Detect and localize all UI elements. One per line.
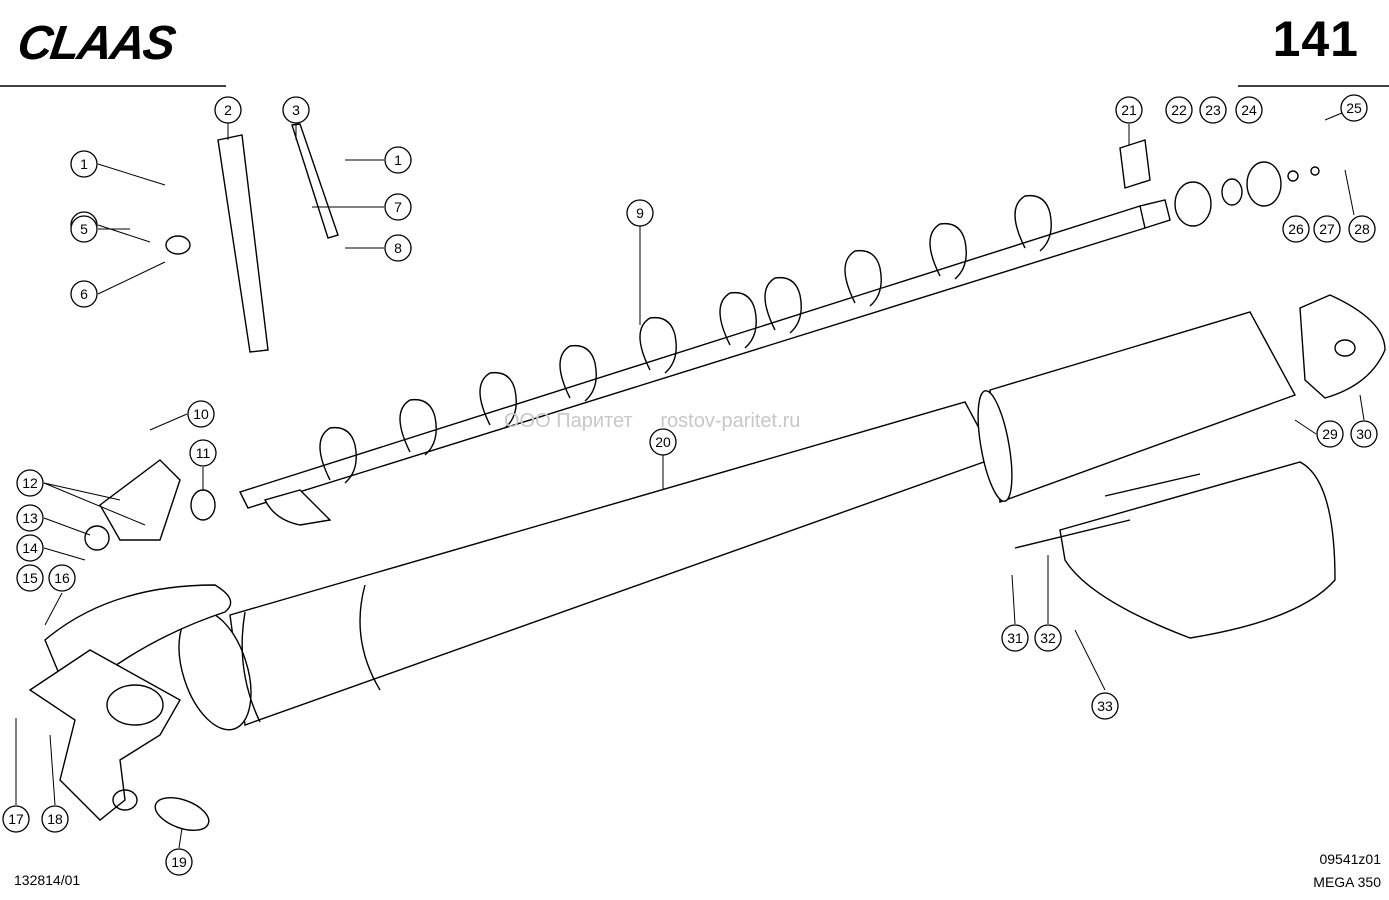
callout-label-28: 28	[1354, 221, 1370, 237]
callout-label-29: 29	[1322, 426, 1338, 442]
callout-label-30: 30	[1356, 426, 1372, 442]
callout-label-22: 22	[1171, 102, 1187, 118]
figure-code: 09541z01	[1319, 851, 1381, 867]
bearing-23	[1221, 178, 1243, 206]
callout-circle-22	[1165, 96, 1193, 124]
callout-label-14: 14	[22, 540, 38, 556]
callout-circle-33	[1091, 692, 1119, 720]
callout-label-10: 10	[193, 406, 209, 422]
callout-circle-32	[1034, 624, 1062, 652]
callout-circle-21	[1115, 96, 1143, 124]
callout-label-5: 5	[80, 221, 88, 237]
callout-label-7: 7	[394, 199, 402, 215]
model-name: MEGA 350	[1313, 874, 1381, 890]
callout-label-18: 18	[47, 811, 63, 827]
callout-label-15: 15	[22, 570, 38, 586]
lower-housing	[28, 584, 232, 831]
callout-label-21: 21	[1121, 102, 1137, 118]
callout-label-25: 25	[1346, 100, 1362, 116]
bracket-21	[1119, 139, 1151, 189]
callout-label-3: 3	[292, 102, 300, 118]
callout-circle-25	[1340, 94, 1368, 122]
callout-circle-14	[16, 534, 44, 562]
callout-label-19: 19	[171, 854, 187, 870]
callout-label-9: 9	[636, 205, 644, 221]
ring-13	[84, 525, 110, 551]
callout-circle-19	[165, 848, 193, 876]
callout-circle-17	[2, 805, 30, 833]
flange-24	[1246, 161, 1282, 207]
sensor-6	[165, 235, 191, 255]
callout-circle-5	[70, 215, 98, 243]
callout-circle-6	[70, 280, 98, 308]
bearing-11	[190, 489, 216, 521]
callout-label-8: 8	[394, 240, 402, 256]
callout-circle-9	[626, 199, 654, 227]
callout-label-27: 27	[1319, 221, 1335, 237]
callout-label-16: 16	[54, 570, 70, 586]
upper-tube	[977, 311, 1297, 503]
callout-circle-16	[48, 564, 76, 592]
bracket-12	[99, 459, 181, 541]
callout-circle-12	[16, 469, 44, 497]
end-plate	[1299, 294, 1386, 399]
callout-circle-1	[70, 150, 98, 178]
callout-label-6: 6	[80, 286, 88, 302]
callout-circle-28	[1348, 215, 1376, 243]
support-arm-2	[217, 134, 269, 353]
leader-lines	[15, 107, 1365, 849]
callout-label-13: 13	[22, 510, 38, 526]
callout-label-33: 33	[1097, 698, 1113, 714]
watermark-text: ООО Паритет rostov-paritet.ru	[504, 410, 801, 432]
washer-26	[1287, 170, 1299, 182]
strap-7	[291, 123, 339, 239]
callout-circle-30	[1350, 420, 1378, 448]
callout-circle-1-b	[384, 146, 412, 174]
page-number: 141	[1272, 11, 1359, 67]
auger-flight-shaft	[239, 194, 1171, 526]
callout-circle-18	[41, 805, 69, 833]
callout-label-26: 26	[1288, 221, 1304, 237]
document-number: 132814/01	[14, 872, 81, 888]
callout-circle-13	[16, 504, 44, 532]
callout-circle-27	[1313, 215, 1341, 243]
callout-label-1-b: 1	[394, 152, 402, 168]
auger-tube	[178, 401, 997, 731]
chute-rail-upper	[1104, 473, 1201, 497]
callout-label-2: 2	[224, 102, 232, 118]
callout-circle-26	[1282, 215, 1310, 243]
chute-cover	[1059, 461, 1336, 639]
washer-27	[1310, 166, 1320, 176]
callout-label-11: 11	[196, 445, 211, 461]
callout-label-1: 1	[80, 156, 88, 172]
callout-circle-23	[1199, 96, 1227, 124]
callout-label-17: 17	[8, 811, 24, 827]
callout-circle-24	[1235, 96, 1263, 124]
callout-label-12: 12	[22, 475, 38, 491]
callout-circle-2	[214, 96, 242, 124]
callout-circle-11	[189, 439, 217, 467]
callout-circle-3	[282, 96, 310, 124]
callout-circle-31	[1001, 624, 1029, 652]
callout-label-31: 31	[1007, 630, 1023, 646]
callout-circle-10	[187, 400, 215, 428]
chute-rail	[1014, 519, 1131, 549]
flange-22	[1174, 181, 1212, 227]
callout-circle-8	[384, 234, 412, 262]
callout-circle-29	[1316, 420, 1344, 448]
end-plate-hole	[1334, 339, 1356, 357]
callout-label-20: 20	[655, 434, 671, 450]
callout-circle-7	[384, 193, 412, 221]
callout-label-23: 23	[1205, 102, 1221, 118]
callout-label-24: 24	[1241, 102, 1257, 118]
callout-group: 1123456789101112131415161718192021222324…	[2, 94, 1378, 876]
callout-circle-20	[649, 428, 677, 456]
callout-circle-15	[16, 564, 44, 592]
callout-label-32: 32	[1040, 630, 1056, 646]
